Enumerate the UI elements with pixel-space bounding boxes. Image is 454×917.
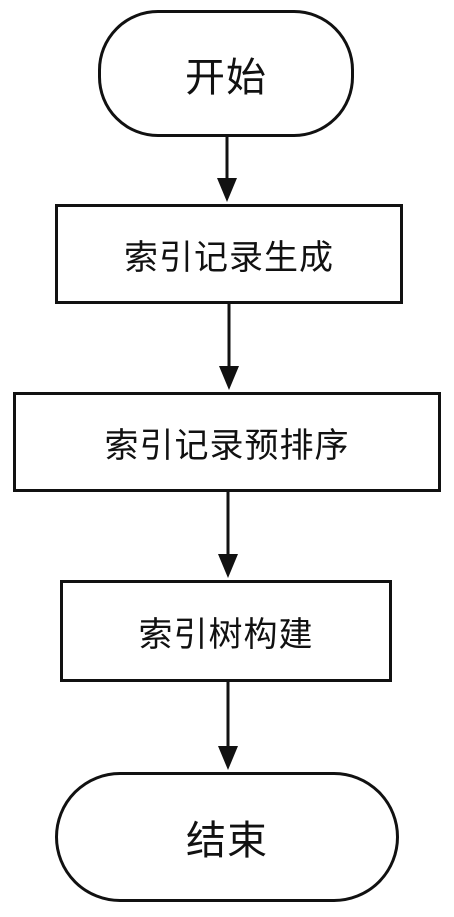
start-node: 开始 bbox=[98, 10, 354, 137]
edge-start-to-s1 bbox=[217, 137, 237, 202]
process-node-label: 索引记录生成 bbox=[124, 237, 334, 278]
end-node: 结束 bbox=[55, 772, 399, 902]
end-node-label: 结束 bbox=[186, 818, 268, 864]
process-node-label: 索引记录预排序 bbox=[104, 425, 350, 466]
edge-s1-to-s2 bbox=[219, 304, 239, 390]
start-node-label: 开始 bbox=[185, 54, 267, 101]
process-node-label: 索引树构建 bbox=[138, 614, 314, 655]
process-node-index-record-presort: 索引记录预排序 bbox=[13, 392, 441, 492]
process-node-index-record-generation: 索引记录生成 bbox=[55, 204, 403, 304]
edge-s2-to-s3 bbox=[218, 492, 238, 578]
edge-s3-to-end bbox=[218, 682, 238, 770]
process-node-index-tree-build: 索引树构建 bbox=[60, 580, 392, 682]
